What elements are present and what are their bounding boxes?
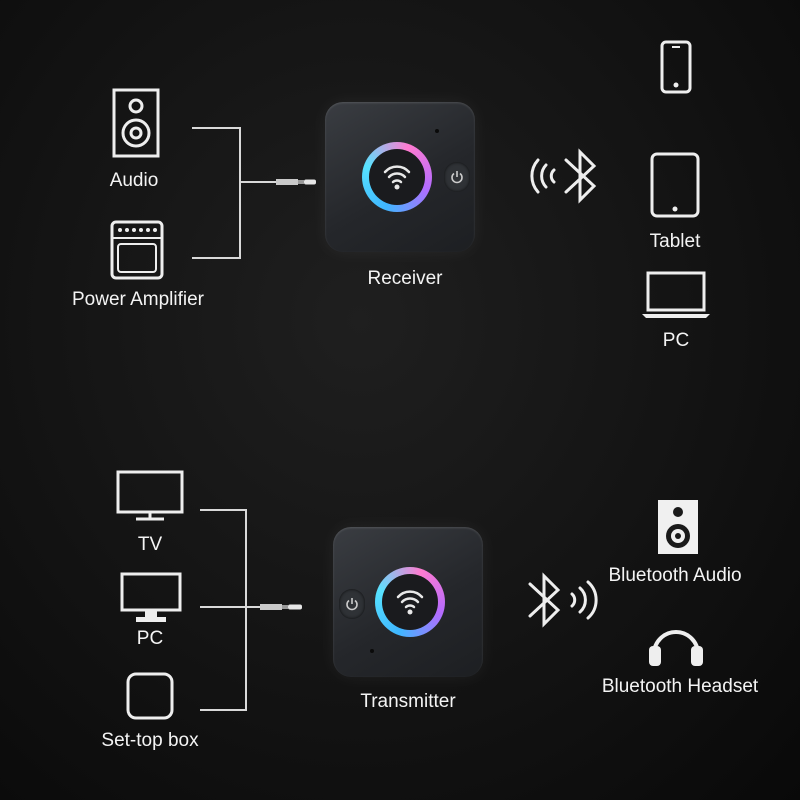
target-label-tablet: Tablet <box>649 231 701 252</box>
target-label-bluetooth-audio: Bluetooth Audio <box>608 565 742 586</box>
monitor-icon <box>120 572 182 622</box>
power-icon <box>451 171 463 184</box>
status-led <box>435 129 439 133</box>
bluetooth-icon <box>528 572 598 628</box>
source-label-tv: TV <box>137 534 163 555</box>
tablet-icon <box>650 152 700 218</box>
set-top-box-icon <box>126 672 174 720</box>
laptop-icon <box>642 271 710 318</box>
wireless-signal-icon <box>396 590 424 615</box>
transmitter-device <box>333 527 483 677</box>
wireless-signal-icon <box>383 165 411 190</box>
power-button[interactable] <box>339 589 365 619</box>
target-label-pc: PC <box>662 330 690 351</box>
speaker-icon <box>112 88 160 158</box>
device-label-receiver: Receiver <box>367 268 443 289</box>
amplifier-icon <box>110 220 164 280</box>
smartphone-icon <box>660 40 692 94</box>
source-label-set-top-box: Set-top box <box>101 730 199 751</box>
device-label-transmitter: Transmitter <box>360 691 456 712</box>
pairing-ring <box>375 567 445 637</box>
status-led <box>370 649 374 653</box>
aux-cable-icon <box>276 179 316 185</box>
pairing-ring <box>362 142 432 212</box>
tv-icon <box>116 470 184 521</box>
source-label-audio: Audio <box>109 170 159 191</box>
source-label-power-amplifier: Power Amplifier <box>72 289 204 310</box>
aux-cable-icon <box>260 604 302 610</box>
source-label-pc: PC <box>136 628 164 649</box>
bluetooth-icon <box>530 148 597 204</box>
speaker-icon <box>658 500 698 554</box>
power-button[interactable] <box>444 162 470 192</box>
target-label-bluetooth-headset: Bluetooth Headset <box>601 676 759 697</box>
receiver-device <box>325 102 475 252</box>
headset-icon <box>649 630 703 666</box>
power-icon <box>346 598 358 611</box>
